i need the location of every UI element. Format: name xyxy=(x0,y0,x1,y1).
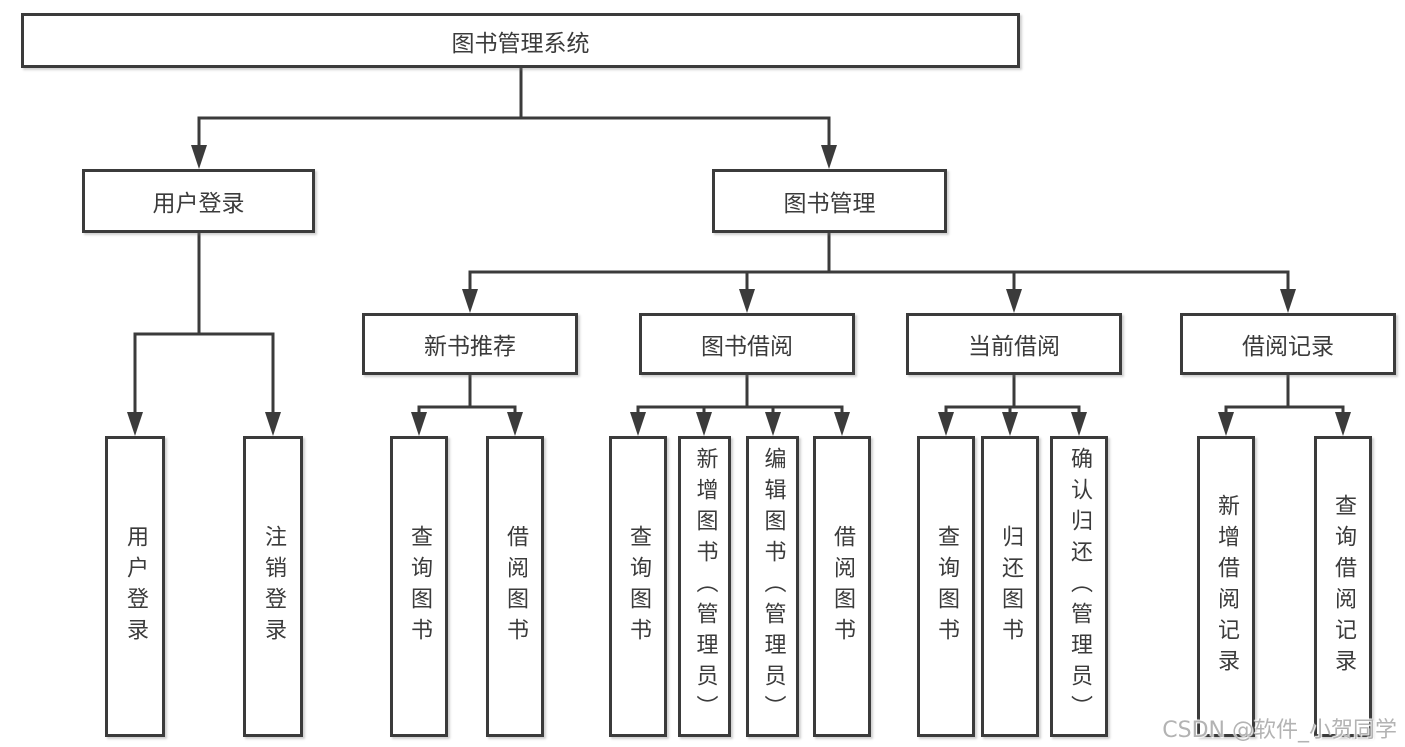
leaf-borrow-edit-books-admin-label: 编辑图书（管理员） xyxy=(760,447,786,726)
node-new-book-recommendation-label: 新书推荐 xyxy=(424,334,516,360)
leaf-borrow-query-books-label: 查询图书 xyxy=(626,524,651,649)
leaf-recommend-borrow-books: 借阅图书 xyxy=(486,436,544,737)
leaf-logout-label: 注销登录 xyxy=(261,524,286,649)
node-borrowing-records-label: 借阅记录 xyxy=(1242,334,1334,360)
node-book-borrowing-label: 图书借阅 xyxy=(701,334,793,360)
node-user-login: 用户登录 xyxy=(82,169,315,233)
leaf-user-login-label: 用户登录 xyxy=(123,524,148,649)
leaf-user-login: 用户登录 xyxy=(105,436,165,737)
node-borrowing-records: 借阅记录 xyxy=(1180,313,1396,375)
leaf-borrow-add-books-admin: 新增图书（管理员） xyxy=(678,436,731,737)
node-user-login-label: 用户登录 xyxy=(152,191,245,217)
leaf-borrow-edit-books-admin: 编辑图书（管理员） xyxy=(746,436,799,737)
leaf-current-query-books: 查询图书 xyxy=(917,436,975,737)
leaf-current-query-books-label: 查询图书 xyxy=(934,524,959,649)
leaf-logout: 注销登录 xyxy=(243,436,303,737)
node-root-label: 图书管理系统 xyxy=(451,30,590,57)
leaf-current-return-books: 归还图书 xyxy=(981,436,1039,737)
watermark: CSDN @软件_小贺同学 xyxy=(1162,718,1397,743)
node-root: 图书管理系统 xyxy=(21,13,1020,68)
leaf-current-return-books-label: 归还图书 xyxy=(998,524,1023,649)
leaf-current-confirm-return-admin: 确认归还（管理员） xyxy=(1050,436,1108,737)
arrowhead-icons xyxy=(127,145,1351,436)
leaf-records-add-record: 新增借阅记录 xyxy=(1197,436,1255,737)
leaf-borrow-borrow-books: 借阅图书 xyxy=(813,436,871,737)
leaf-borrow-add-books-admin-label: 新增图书（管理员） xyxy=(692,447,718,726)
leaf-recommend-borrow-books-label: 借阅图书 xyxy=(503,524,528,649)
leaf-current-confirm-return-admin-label: 确认归还（管理员） xyxy=(1067,447,1092,726)
tree-edges xyxy=(133,66,1345,415)
leaf-records-query-record: 查询借阅记录 xyxy=(1314,436,1372,737)
node-book-borrowing: 图书借阅 xyxy=(639,313,855,375)
node-new-book-recommendation: 新书推荐 xyxy=(362,313,578,375)
leaf-borrow-borrow-books-label: 借阅图书 xyxy=(830,524,855,649)
leaf-recommend-query-books-label: 查询图书 xyxy=(407,524,432,649)
node-book-management-label: 图书管理 xyxy=(783,191,876,217)
node-book-management: 图书管理 xyxy=(712,169,947,233)
node-current-borrowing-label: 当前借阅 xyxy=(968,334,1060,360)
leaf-borrow-query-books: 查询图书 xyxy=(609,436,667,737)
leaf-records-add-record-label: 新增借阅记录 xyxy=(1214,493,1239,680)
leaf-recommend-query-books: 查询图书 xyxy=(390,436,448,737)
leaf-records-query-record-label: 查询借阅记录 xyxy=(1331,493,1356,680)
node-current-borrowing: 当前借阅 xyxy=(906,313,1122,375)
